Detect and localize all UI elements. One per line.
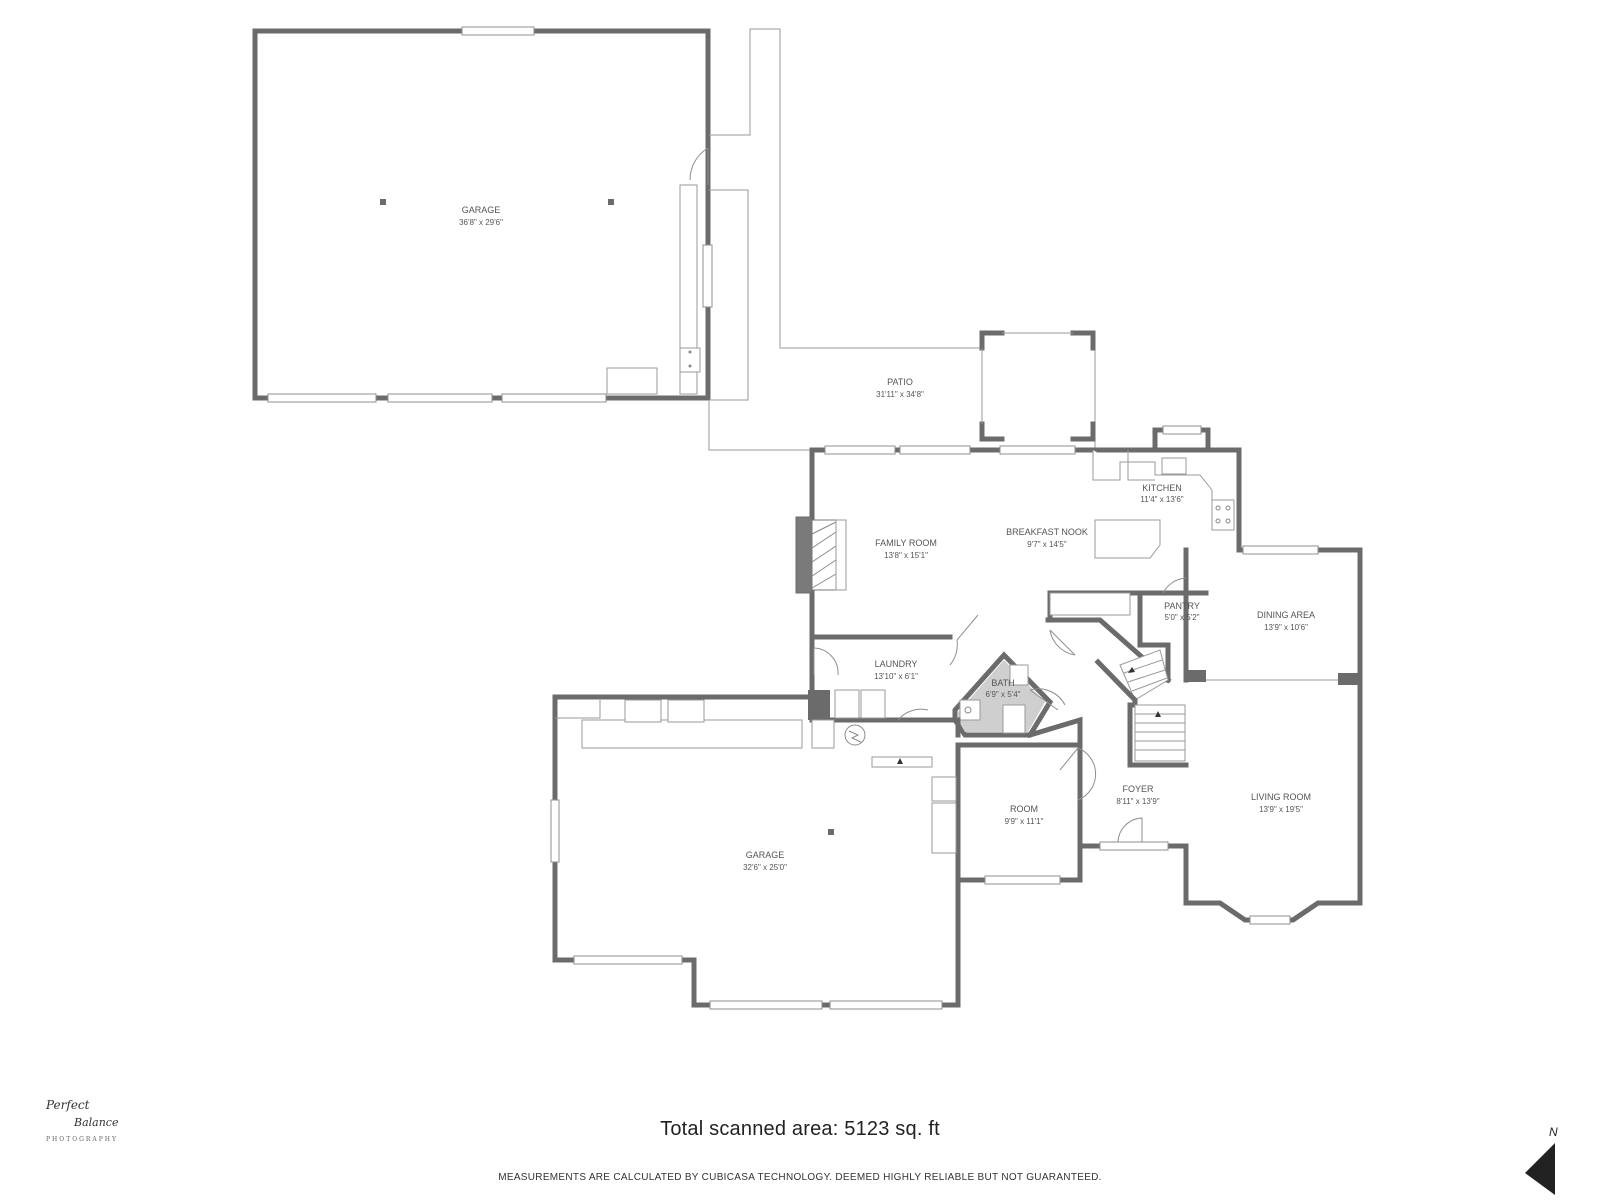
room-label-room: ROOM 9'9" x 11'1" bbox=[1005, 804, 1044, 826]
laundry-dims: 13'10" x 6'1" bbox=[874, 672, 918, 681]
foyer-dims: 8'11" x 13'9" bbox=[1116, 797, 1159, 806]
room-label-breakfast-nook: BREAKFAST NOOK 9'7" x 14'5" bbox=[1006, 527, 1088, 549]
room-dims: 9'9" x 11'1" bbox=[1005, 817, 1044, 826]
foyer-name: FOYER bbox=[1122, 784, 1154, 794]
garage-top-dims: 36'8" x 29'6" bbox=[459, 218, 503, 227]
north-label: N bbox=[1549, 1125, 1558, 1139]
kitchen-name: KITCHEN bbox=[1142, 483, 1182, 493]
breakfast-nook-dims: 9'7" x 14'5" bbox=[1027, 540, 1067, 549]
room-label-kitchen: KITCHEN 11'4" x 13'6" bbox=[1140, 483, 1183, 504]
pantry-dims: 5'0" x 5'2" bbox=[1165, 613, 1200, 622]
dining-area-dims: 13'9" x 10'6" bbox=[1264, 623, 1308, 632]
kitchen-dims: 11'4" x 13'6" bbox=[1140, 495, 1183, 504]
room-label-dining-area: DINING AREA 13'9" x 10'6" bbox=[1257, 610, 1315, 632]
bath-name: BATH bbox=[991, 678, 1014, 688]
room-label-bath: BATH 6'9" x 5'4" bbox=[986, 678, 1021, 699]
family-room-dims: 13'8" x 15'1" bbox=[884, 551, 928, 560]
room-label-garage-bottom: GARAGE 32'6" x 25'0" bbox=[743, 850, 787, 872]
main-house-walls bbox=[550, 425, 1363, 1010]
bath-dims: 6'9" x 5'4" bbox=[986, 690, 1021, 699]
logo-line-2: Balance bbox=[74, 1116, 119, 1129]
pantry-name: PANTRY bbox=[1164, 601, 1200, 611]
patio-outline bbox=[708, 28, 1096, 451]
room-label-pantry: PANTRY 5'0" x 5'2" bbox=[1164, 601, 1200, 622]
garage-top-name: GARAGE bbox=[462, 205, 501, 215]
measurement-disclaimer: MEASUREMENTS ARE CALCULATED BY CUBICASA … bbox=[498, 1172, 1102, 1183]
family-room-name: FAMILY ROOM bbox=[875, 538, 937, 548]
room-label-foyer: FOYER 8'11" x 13'9" bbox=[1116, 784, 1159, 806]
room-label-living-room: LIVING ROOM 13'9" x 19'5" bbox=[1251, 792, 1311, 814]
dining-area-name: DINING AREA bbox=[1257, 610, 1315, 620]
laundry-name: LAUNDRY bbox=[875, 659, 918, 669]
room-label-laundry: LAUNDRY 13'10" x 6'1" bbox=[874, 659, 918, 681]
room-name: ROOM bbox=[1010, 804, 1038, 814]
patio-name: PATIO bbox=[887, 377, 913, 387]
logo-line-1: Perfect bbox=[46, 1098, 90, 1112]
photographer-logo: Perfect Balance PHOTOGRAPHY bbox=[38, 1098, 148, 1158]
breakfast-nook-name: BREAKFAST NOOK bbox=[1006, 527, 1088, 537]
living-room-name: LIVING ROOM bbox=[1251, 792, 1311, 802]
patio-dims: 31'11" x 34'8" bbox=[876, 390, 924, 399]
garage-bottom-name: GARAGE bbox=[746, 850, 785, 860]
room-label-patio: PATIO 31'11" x 34'8" bbox=[876, 377, 924, 399]
room-label-family-room: FAMILY ROOM 13'8" x 15'1" bbox=[875, 538, 937, 560]
garage-bottom-dims: 32'6" x 25'0" bbox=[743, 863, 787, 872]
room-label-garage-top: GARAGE 36'8" x 29'6" bbox=[459, 205, 503, 227]
logo-line-3: PHOTOGRAPHY bbox=[46, 1136, 118, 1143]
living-room-dims: 13'9" x 19'5" bbox=[1259, 805, 1303, 814]
garage-top-walls bbox=[252, 26, 713, 403]
north-arrow-icon bbox=[1525, 1143, 1555, 1195]
total-scanned-area: Total scanned area: 5123 sq. ft bbox=[660, 1118, 940, 1140]
north-compass: N bbox=[1515, 1125, 1560, 1200]
